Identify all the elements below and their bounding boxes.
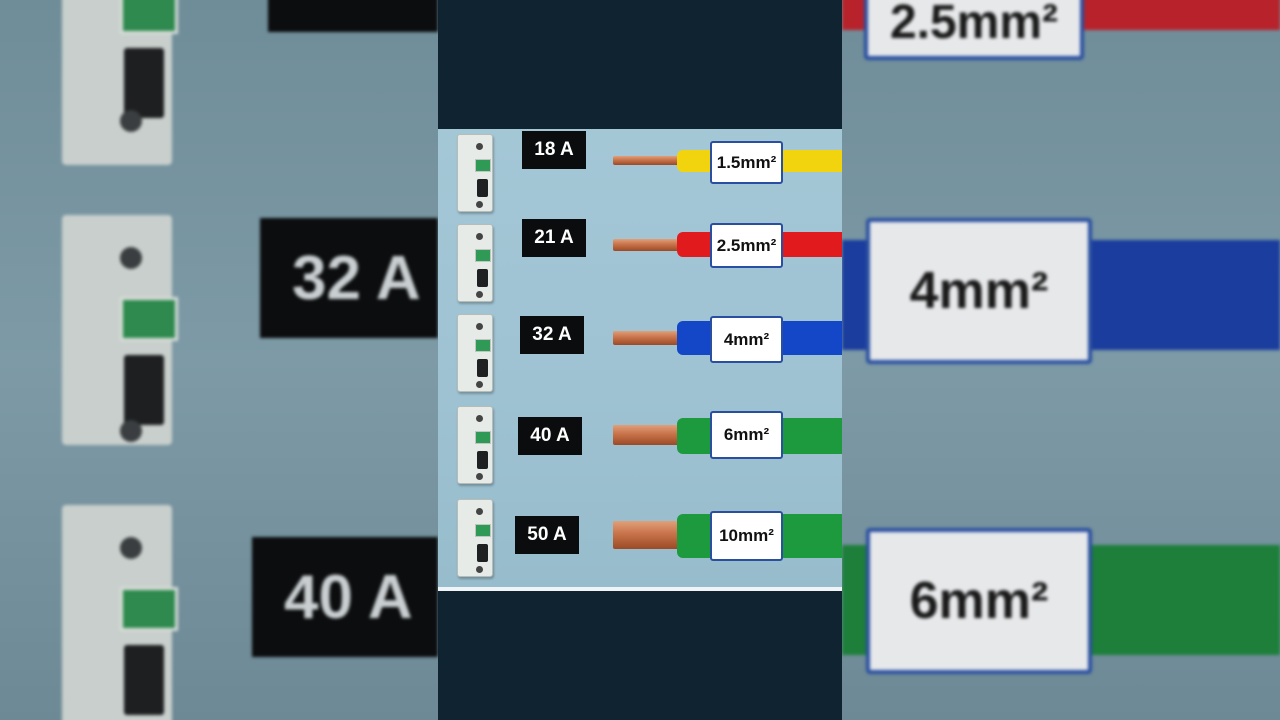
breaker-rating-label: 21 A bbox=[522, 219, 586, 257]
bg-breaker-icon bbox=[62, 505, 178, 720]
wire-size-label: 6mm² bbox=[710, 411, 783, 459]
chart-row: 32 A 4mm² bbox=[438, 311, 842, 401]
wire-size-label: 2.5mm² bbox=[710, 223, 783, 268]
panel-bottom-border bbox=[438, 587, 842, 591]
copper-conductor bbox=[613, 331, 679, 345]
wire-size-label: 1.5mm² bbox=[710, 141, 783, 184]
bg-amp-label: 40 A bbox=[252, 537, 438, 657]
bg-wire-size-label: 6mm² bbox=[866, 528, 1092, 674]
breaker-icon bbox=[457, 499, 493, 577]
background-left-panel: 32 A 40 A bbox=[0, 0, 438, 720]
bg-wire-size-label: 4mm² bbox=[866, 218, 1092, 364]
bg-amp-label bbox=[268, 0, 438, 32]
breaker-icon bbox=[457, 134, 493, 212]
bg-breaker-icon bbox=[62, 215, 178, 445]
breaker-rating-label: 50 A bbox=[515, 516, 579, 554]
chart-row: 18 A 1.5mm² bbox=[438, 129, 842, 219]
chart-row: 21 A 2.5mm² bbox=[438, 219, 842, 309]
chart-row: 50 A 10mm² bbox=[438, 497, 842, 587]
breaker-rating-label: 18 A bbox=[522, 131, 586, 169]
breaker-icon bbox=[457, 314, 493, 392]
wire-size-label: 4mm² bbox=[710, 316, 783, 363]
bg-amp-label: 32 A bbox=[260, 218, 438, 338]
chart-row: 40 A 6mm² bbox=[438, 404, 842, 494]
bg-wire-size-label: 2.5mm² bbox=[864, 0, 1084, 60]
background-right-panel: 2.5mm² 4mm² 6mm² bbox=[842, 0, 1280, 720]
copper-conductor bbox=[613, 156, 679, 165]
bg-breaker-icon bbox=[62, 0, 178, 165]
copper-conductor bbox=[613, 239, 679, 251]
copper-conductor bbox=[613, 425, 679, 445]
breaker-rating-label: 32 A bbox=[520, 316, 584, 354]
breaker-wire-chart: 18 A 1.5mm² 21 A 2.5mm² 32 A 4mm² 40 A 6… bbox=[438, 129, 842, 587]
breaker-rating-label: 40 A bbox=[518, 417, 582, 455]
breaker-icon bbox=[457, 406, 493, 484]
copper-conductor bbox=[613, 521, 679, 549]
breaker-icon bbox=[457, 224, 493, 302]
wire-size-label: 10mm² bbox=[710, 511, 783, 561]
